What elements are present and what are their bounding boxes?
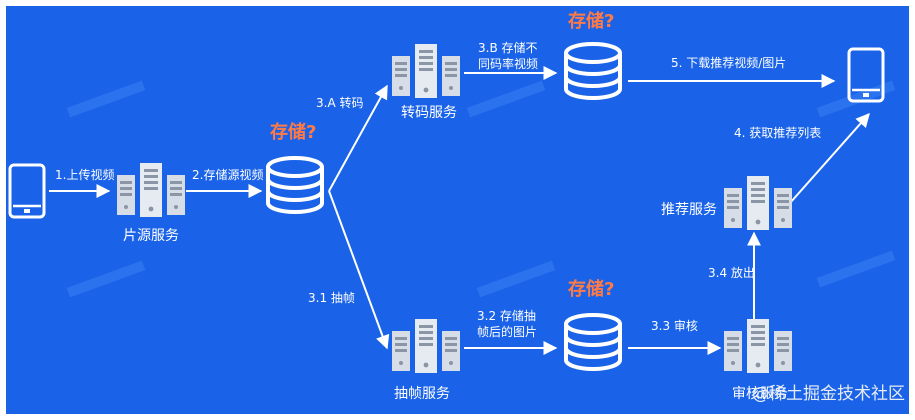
edge-label-extract-frames: 3.1 抽帧 [308,291,355,305]
source-database-icon [266,156,324,214]
diagram-background: 存储? 存储? 存储? 片源服务 转码服务 抽帧服务 推荐服务 审核服务 1.上… [6,6,909,414]
edge-extract-frames [328,190,390,350]
review-service-label: 审核服务 [732,386,788,402]
edge-get-list [789,112,870,204]
edge-label-release: 3.4 放出 [708,265,755,280]
storage-question-frames: 存储? [568,278,614,300]
edge-label-review: 3.3 审核 [651,318,698,333]
architecture-diagram: 存储? 存储? 存储? 片源服务 转码服务 抽帧服务 推荐服务 审核服务 1.上… [8,10,905,404]
source-server-icon [117,163,185,217]
transcode-server-icon [392,44,460,98]
edge-label-store-bitrate-line1: 3.B 存储不 [478,40,538,55]
edge-label-store-source: 2.存储源视频 [192,167,263,182]
edge-label-store-frames-line2: 帧后的图片 [477,324,537,339]
edge-label-download: 5. 下载推荐视频/图片 [671,55,786,70]
frame-server-icon [392,319,460,373]
edge-label-store-frames-line1: 3.2 存储抽 [477,308,536,323]
transcode-database-icon [564,42,622,100]
review-server-icon [724,319,792,373]
frames-database-icon [564,313,622,371]
frame-service-label: 抽帧服务 [394,386,450,402]
recommend-service-label: 推荐服务 [661,202,717,218]
corner-watermark: @稀土掘金技术社区 [752,384,905,404]
transcode-service-label: 转码服务 [401,105,457,121]
recommend-server-icon [724,176,792,230]
background-watermarks [66,80,896,298]
edge-label-upload: 1.上传视频 [55,167,114,182]
edge-transcode [328,84,388,192]
source-service-label: 片源服务 [123,228,179,244]
edge-label-get-list: 4. 获取推荐列表 [734,126,821,140]
edge-label-store-bitrate-line2: 同码率视频 [478,56,538,71]
uploader-phone-icon [8,163,46,219]
connectors [49,66,870,355]
edge-label-transcode: 3.A 转码 [316,95,363,110]
storage-question-source: 存储? [270,121,316,143]
storage-question-transcode: 存储? [568,10,614,32]
